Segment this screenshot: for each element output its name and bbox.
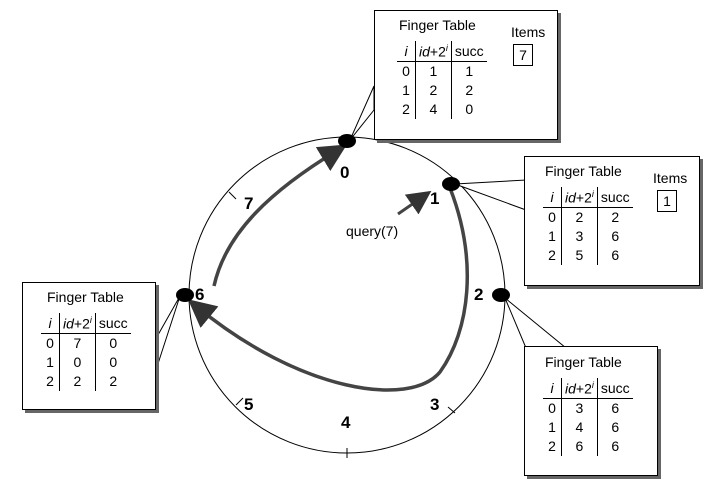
table-row: 0 1 1	[397, 61, 487, 81]
header-id-plus-2i: id+2i	[59, 313, 96, 334]
table-row: 0 2 2	[543, 207, 633, 227]
table-row: 1 4 6	[543, 417, 633, 437]
query-arrow	[397, 190, 432, 216]
callout-pointer-node-0	[349, 85, 375, 141]
finger-table-title: Finger Table	[545, 354, 622, 370]
finger-table: i id+2i succ 0 2 2 1 3 6 2 5 6	[543, 187, 633, 265]
header-succ: succ	[451, 41, 487, 62]
callout-pointer-node-2	[504, 297, 568, 349]
header-succ: succ	[597, 187, 633, 208]
node-label-0: 0	[340, 163, 349, 182]
node-2	[492, 288, 510, 302]
table-row: 0 7 0	[41, 333, 131, 353]
node-label-1: 1	[430, 189, 439, 208]
node-6	[176, 288, 194, 302]
table-row: 2 6 6	[543, 436, 633, 456]
items-value: 1	[657, 190, 677, 212]
finger-table-title: Finger Table	[399, 17, 476, 33]
finger-table-title: Finger Table	[545, 163, 622, 179]
header-succ: succ	[597, 378, 633, 399]
header-i: i	[41, 313, 60, 334]
node-label-6: 6	[195, 285, 204, 304]
header-i: i	[397, 41, 416, 62]
table-row: 0 3 6	[543, 398, 633, 418]
ring-label-4: 4	[341, 413, 351, 432]
finger-table: i id+2i succ 0 7 0 1 0 0 2 2 2	[41, 313, 131, 391]
ring-tick-3	[447, 406, 456, 414]
lookup-arrow-1-to-6	[187, 187, 469, 392]
ring-tick-7	[228, 191, 237, 200]
node-0	[338, 134, 356, 148]
table-row: 2 4 0	[397, 99, 487, 119]
lookup-arrow-6-to-0	[212, 144, 347, 287]
table-row: 1 0 0	[41, 352, 131, 372]
items-title: Items	[511, 24, 546, 40]
header-id-plus-2i: id+2i	[415, 41, 452, 62]
header-i: i	[543, 378, 562, 399]
callout-pointer-node-6	[153, 295, 181, 377]
header-i: i	[543, 187, 562, 208]
finger-table-callout-node-1: Finger Table Items 1 i id+2i succ 0 2 2 …	[524, 156, 700, 286]
items-value: 7	[513, 44, 533, 66]
finger-table: i id+2i succ 0 3 6 1 4 6 2 6 6	[543, 378, 633, 456]
table-row: 1 2 2	[397, 80, 487, 100]
table-row: 2 5 6	[543, 245, 633, 265]
header-succ: succ	[95, 313, 131, 334]
table-row: 2 2 2	[41, 371, 131, 391]
header-id-plus-2i: id+2i	[561, 187, 598, 208]
ring-label-5: 5	[244, 395, 253, 414]
finger-table-callout-node-2: Finger Table i id+2i succ 0 3 6 1 4 6 2 …	[524, 346, 658, 476]
node-1	[442, 177, 460, 191]
finger-table-callout-node-6: Finger Table i id+2i succ 0 7 0 1 0 0 2 …	[22, 282, 156, 410]
header-id-plus-2i: id+2i	[561, 378, 598, 399]
finger-table-callout-node-0: Finger Table Items 7 i id+2i succ 0 1 1 …	[374, 10, 558, 140]
table-row: 1 3 6	[543, 226, 633, 246]
node-label-2: 2	[474, 285, 483, 304]
query-label: query(7)	[346, 223, 398, 239]
ring-label-7: 7	[244, 194, 253, 213]
ring-label-3: 3	[430, 395, 439, 414]
callout-pointer-node-1	[454, 179, 527, 211]
items-title: Items	[653, 170, 688, 186]
finger-table-title: Finger Table	[47, 289, 124, 305]
finger-table: i id+2i succ 0 1 1 1 2 2 2 4 0	[397, 41, 487, 119]
ring-tick-5	[235, 397, 244, 406]
